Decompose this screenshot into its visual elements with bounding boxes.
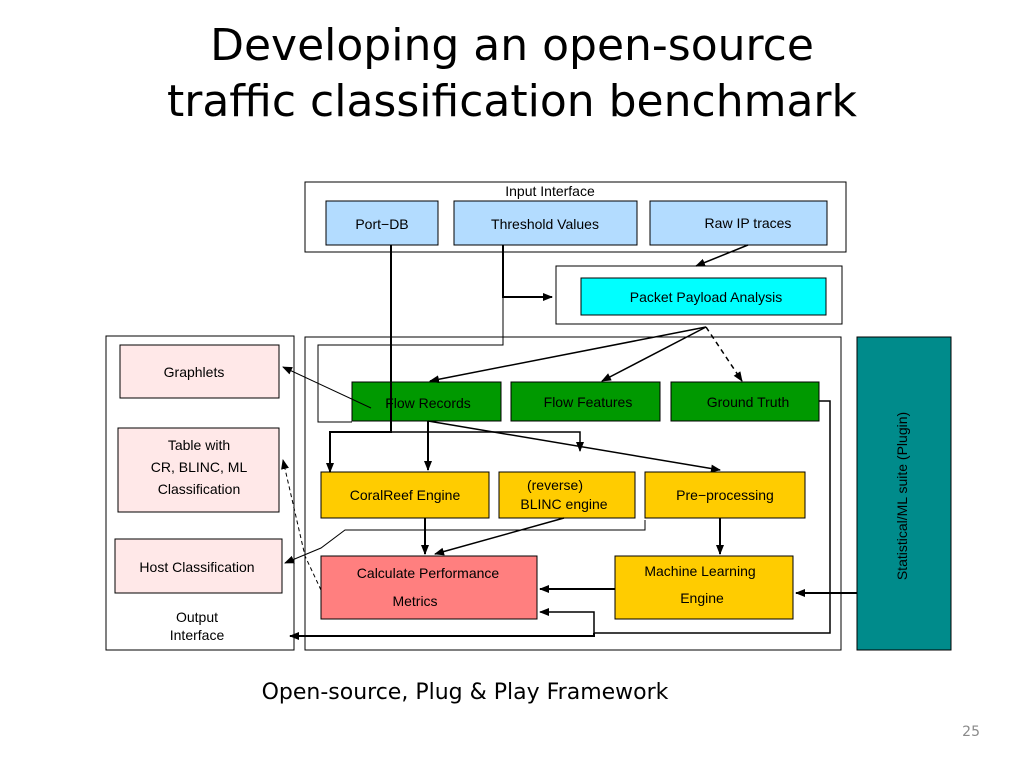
processing-frame: [304, 336, 842, 651]
flow-records-label: Flow Records: [385, 395, 471, 411]
blinc-engine-box: [498, 471, 636, 519]
output-interface-label-1: Output: [176, 609, 218, 625]
output-interface-group: Graphlets Table with CR, BLINC, ML Class…: [105, 335, 295, 651]
classification-table-label-3: Classification: [158, 481, 240, 497]
connector-groundtruth-calc: [539, 400, 831, 634]
ml-suite-label: Statistical/ML suite (Plugin): [894, 412, 910, 580]
connector-payload-flowfeatures: [601, 326, 707, 382]
ground-truth-box: [670, 381, 820, 422]
calculate-performance-label-1: Calculate Performance: [357, 565, 500, 581]
blinc-engine-label-2: BLINC engine: [520, 496, 607, 512]
ml-suite-panel: [856, 336, 952, 651]
port-db-box: [325, 200, 439, 246]
machine-learning-box: [614, 555, 794, 620]
classification-table-box: [117, 427, 280, 513]
classification-table-label-1: Table with: [168, 437, 230, 453]
flow-records-box: [351, 381, 502, 422]
slide-caption: Open-source, Plug & Play Framework: [261, 680, 669, 705]
raw-ip-traces-label: Raw IP traces: [705, 215, 792, 231]
connector-threshold-payload: [502, 245, 553, 301]
host-classification-box: [114, 538, 283, 594]
classification-table-label-2: CR, BLINC, ML: [151, 459, 248, 475]
output-interface-label-2: Interface: [170, 627, 225, 643]
packet-payload-box: [580, 277, 827, 316]
connector-payload-groundtruth: [705, 326, 743, 382]
ground-truth-label: Ground Truth: [707, 394, 790, 410]
packet-payload-group: Packet Payload Analysis: [555, 265, 843, 325]
pre-processing-label: Pre−processing: [676, 487, 774, 503]
connector-preprocessing-bus: [499, 520, 646, 531]
page-number: 25: [962, 724, 980, 740]
connector-calc-output: [289, 632, 595, 640]
coralreef-engine-label: CoralReef Engine: [350, 487, 461, 503]
calculate-performance-box: [320, 555, 538, 620]
raw-ip-traces-box: [649, 200, 828, 246]
graphlets-box: [119, 344, 280, 399]
input-interface-group: Input Interface Port−DB Threshold Values…: [304, 181, 847, 253]
connector-raw-payload: [695, 244, 749, 267]
host-classification-label: Host Classification: [139, 559, 254, 575]
connectors: [281, 244, 857, 640]
connector-threshold-flow: [317, 297, 504, 423]
slide-title-line-1: Developing an open-source: [210, 20, 814, 71]
threshold-values-label: Threshold Values: [491, 216, 599, 232]
connector-portdb-blinc: [391, 431, 584, 452]
slide-title: Developing an open-source traffic classi…: [0, 18, 1024, 130]
flow-features-box: [510, 381, 661, 422]
connector-calc-table: [281, 459, 322, 591]
machine-learning-label-2: Engine: [680, 590, 724, 606]
coralreef-engine-box: [320, 471, 490, 519]
connector-blinc-host: [284, 529, 499, 564]
pre-processing-box: [644, 471, 806, 519]
calculate-performance-label-2: Metrics: [392, 593, 437, 609]
blinc-engine-label-1: (reverse): [527, 477, 583, 493]
slide-title-line-2: traffic classification benchmark: [167, 76, 857, 127]
threshold-values-box: [453, 200, 638, 246]
input-interface-label: Input Interface: [505, 183, 595, 199]
connector-flowrecords-preprocessing: [427, 420, 721, 473]
machine-learning-label-1: Machine Learning: [644, 563, 755, 579]
connector-portdb-coralreef: [326, 245, 392, 473]
connector-blinc-calc: [434, 517, 565, 556]
graphlets-label: Graphlets: [164, 364, 225, 380]
flow-features-label: Flow Features: [544, 394, 633, 410]
connector-payload-flowrecords: [429, 326, 707, 384]
connector-flowrecords-graphlets: [282, 366, 372, 409]
packet-payload-label: Packet Payload Analysis: [630, 289, 783, 305]
port-db-label: Port−DB: [355, 216, 408, 232]
